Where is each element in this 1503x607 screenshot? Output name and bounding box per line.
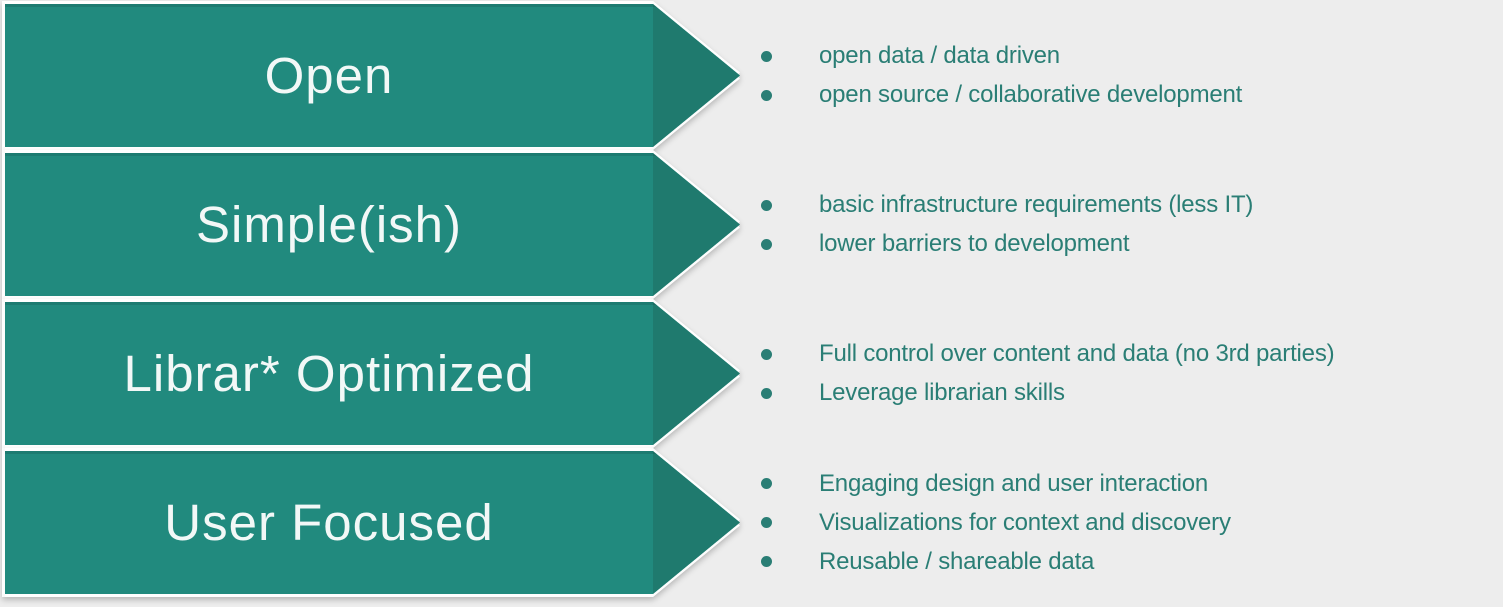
arrow-banner-open: Open	[5, 4, 740, 147]
bullet-item: basic infrastructure requirements (less …	[740, 186, 1503, 225]
bullet-list-simple: basic infrastructure requirements (less …	[740, 153, 1503, 296]
arrow-top-bevel	[5, 451, 740, 454]
arrowhead-icon	[653, 302, 740, 445]
bullet-label: Visualizations for context and discovery	[819, 508, 1231, 536]
arrow-top-bevel	[5, 153, 740, 156]
bullet-dot-icon	[761, 556, 772, 567]
bullet-dot-icon	[761, 348, 772, 360]
arrowhead-icon	[653, 451, 740, 594]
arrow-banner-librar-optimized: Librar* Optimized	[5, 302, 740, 445]
arrow-title: User Focused	[164, 494, 494, 551]
bullet-item: Engaging design and user interaction	[740, 464, 1503, 503]
bullet-label: open source / collaborative development	[819, 81, 1243, 108]
diagram-row-librar-optimized: Librar* Optimized Full control over cont…	[5, 302, 1503, 445]
bullet-label: Leverage librarian skills	[819, 379, 1065, 406]
bullet-label: Reusable / shareable data	[819, 547, 1095, 575]
bullet-item: open data / data driven	[740, 37, 1503, 76]
bullet-label: Engaging design and user interaction	[819, 469, 1209, 497]
arrowhead-icon	[653, 4, 740, 147]
bullet-dot-icon	[761, 387, 772, 399]
arrowhead-icon	[653, 153, 740, 296]
bullet-item: Reusable / shareable data	[740, 542, 1503, 581]
bullet-list-user-focused: Engaging design and user interaction Vis…	[740, 451, 1503, 594]
diagram-row-simple: Simple(ish) basic infrastructure require…	[5, 153, 1503, 296]
bullet-dot-icon	[761, 50, 772, 62]
arrow-diagram: Open open data / data driven open source…	[5, 4, 1503, 594]
bullet-list-open: open data / data driven open source / co…	[740, 4, 1503, 147]
bullet-item: Full control over content and data (no 3…	[740, 335, 1503, 374]
bullet-item: Visualizations for context and discovery	[740, 503, 1503, 542]
bullet-dot-icon	[761, 517, 772, 528]
bullet-dot-icon	[761, 89, 772, 101]
diagram-row-user-focused: User Focused Engaging design and user in…	[5, 451, 1503, 594]
bullet-label: open data / data driven	[819, 42, 1060, 69]
bullet-item: Leverage librarian skills	[740, 374, 1503, 413]
arrow-title: Simple(ish)	[195, 196, 463, 253]
arrow-banner-user-focused: User Focused	[5, 451, 740, 594]
bullet-list-librar-optimized: Full control over content and data (no 3…	[740, 302, 1503, 445]
arrow-top-bevel	[5, 302, 740, 305]
arrow-title: Open	[264, 47, 394, 104]
arrow-top-bevel	[5, 4, 740, 7]
bullet-item: open source / collaborative development	[740, 76, 1503, 115]
bullet-dot-icon	[761, 199, 772, 211]
bullet-label: Full control over content and data (no 3…	[819, 340, 1335, 367]
bullet-dot-icon	[761, 478, 772, 489]
arrow-banner-simple: Simple(ish)	[5, 153, 740, 296]
bullet-dot-icon	[761, 238, 772, 250]
diagram-row-open: Open open data / data driven open source…	[5, 4, 1503, 147]
bullet-label: lower barriers to development	[819, 230, 1130, 257]
bullet-item: lower barriers to development	[740, 225, 1503, 264]
bullet-label: basic infrastructure requirements (less …	[819, 191, 1254, 218]
arrow-title: Librar* Optimized	[123, 345, 535, 402]
